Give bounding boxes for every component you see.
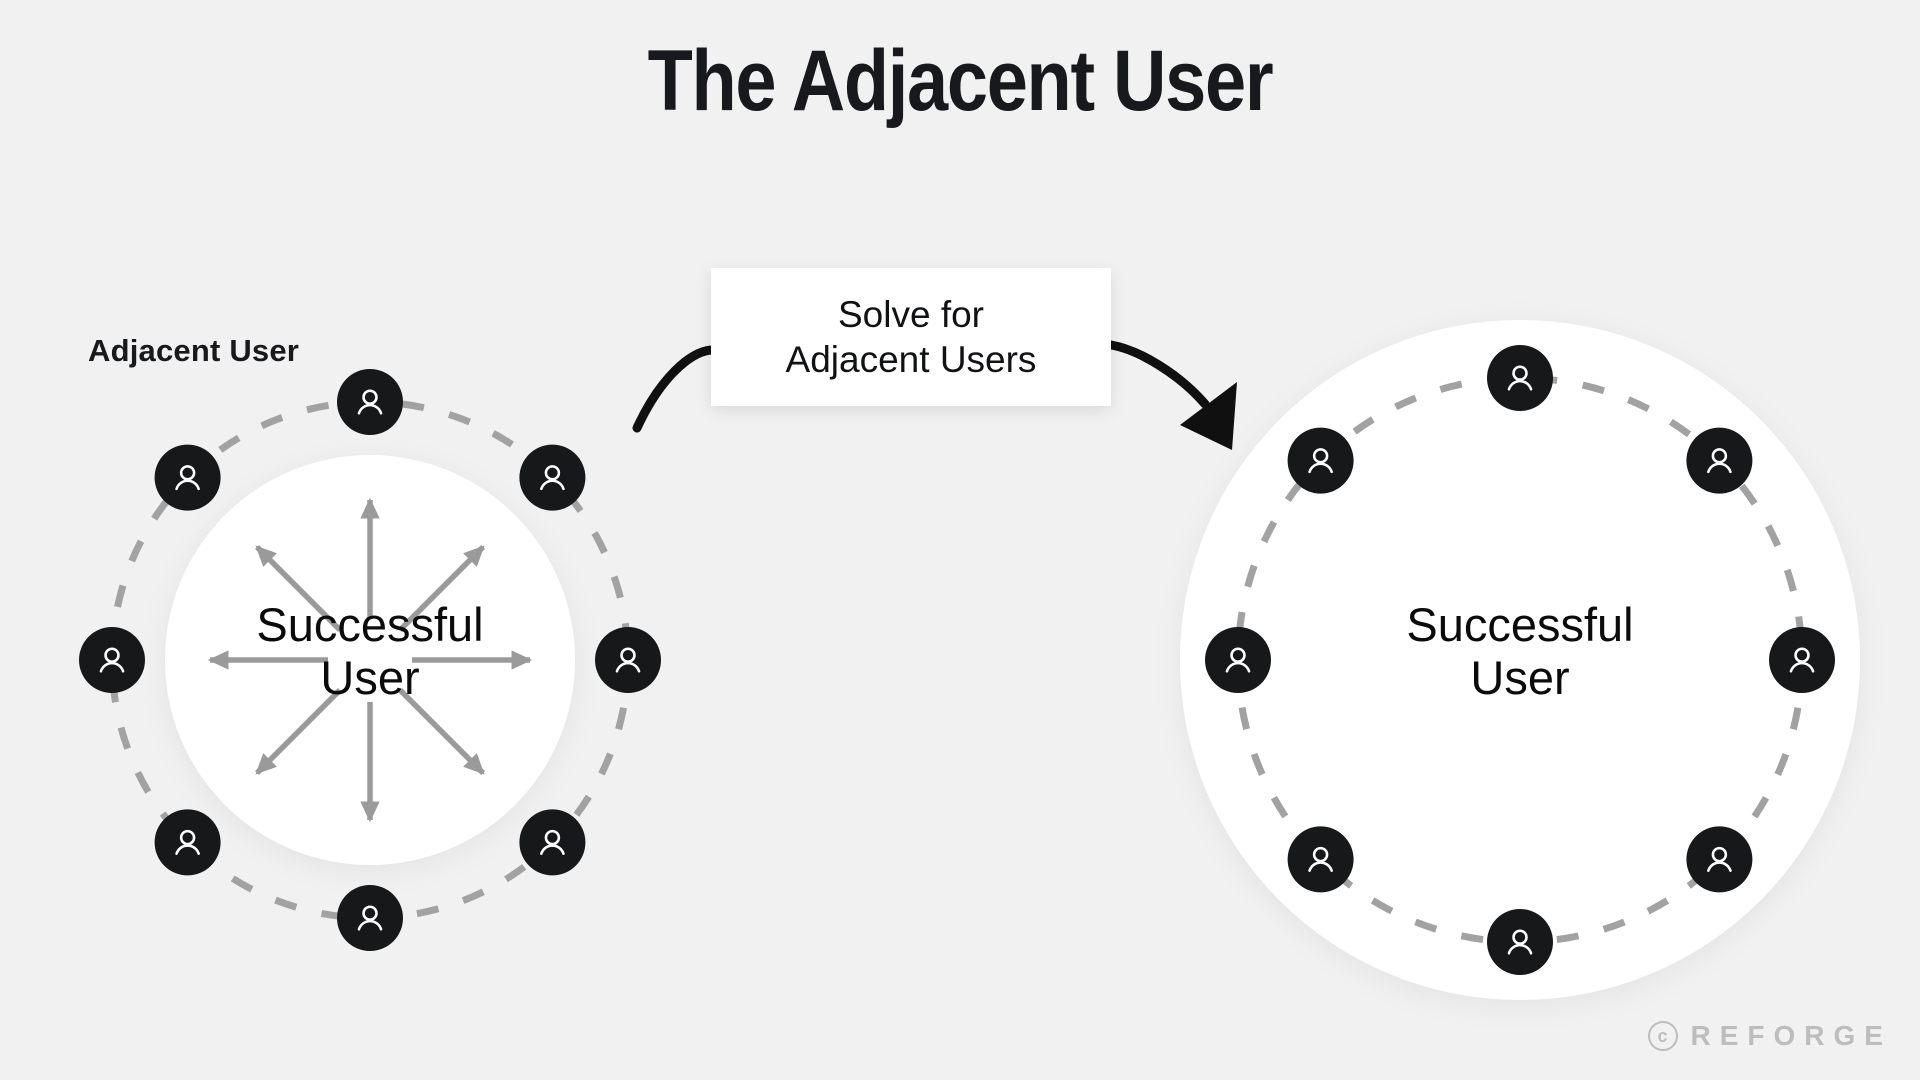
flow-arrow-shaft — [1106, 340, 1210, 409]
copyright-icon: c — [1647, 1021, 1678, 1051]
user-icon — [175, 465, 200, 491]
flow-arrowhead — [1180, 382, 1237, 450]
avatar[interactable] — [595, 627, 661, 693]
brand-name: REFORGE — [1690, 1020, 1892, 1051]
avatar[interactable] — [1487, 909, 1553, 975]
avatar[interactable] — [154, 444, 221, 511]
user-icon — [1308, 448, 1333, 474]
avatar[interactable] — [1686, 826, 1753, 893]
user-icon — [540, 829, 565, 855]
avatar[interactable] — [1769, 627, 1835, 693]
user-icon — [175, 829, 200, 855]
user-icon — [1507, 365, 1533, 391]
user-icon — [1308, 846, 1333, 872]
avatar[interactable] — [519, 444, 586, 511]
avatar[interactable] — [1287, 826, 1354, 893]
avatar[interactable] — [79, 627, 145, 693]
callout-text: Solve for Adjacent Users — [785, 293, 1037, 380]
right-successful-user-label: Successful User — [1406, 598, 1634, 705]
avatar[interactable] — [1205, 627, 1271, 693]
user-icon — [1507, 929, 1533, 955]
user-icon — [99, 647, 125, 673]
flow-arrow-tail — [632, 345, 716, 433]
user-icon — [1707, 846, 1732, 872]
user-icon — [1225, 647, 1251, 673]
avatar[interactable] — [337, 885, 403, 951]
avatar[interactable] — [154, 809, 221, 876]
user-icon — [1707, 448, 1732, 474]
avatar[interactable] — [1487, 345, 1553, 411]
user-icon — [615, 647, 641, 673]
user-icon — [357, 389, 383, 415]
page-title: The Adjacent User — [647, 33, 1274, 129]
adjacent-user-label: Adjacent User — [88, 333, 300, 368]
user-icon — [357, 905, 383, 931]
reforge-watermark: c REFORGE — [1647, 1020, 1892, 1052]
avatar[interactable] — [519, 809, 586, 876]
user-icon — [540, 465, 565, 491]
user-icon — [1789, 647, 1815, 673]
solve-for-callout[interactable]: Solve for Adjacent Users — [711, 268, 1111, 406]
avatar[interactable] — [337, 369, 403, 435]
avatar[interactable] — [1287, 427, 1354, 494]
left-successful-user-label: Successful User — [256, 598, 484, 705]
avatar[interactable] — [1686, 427, 1753, 494]
